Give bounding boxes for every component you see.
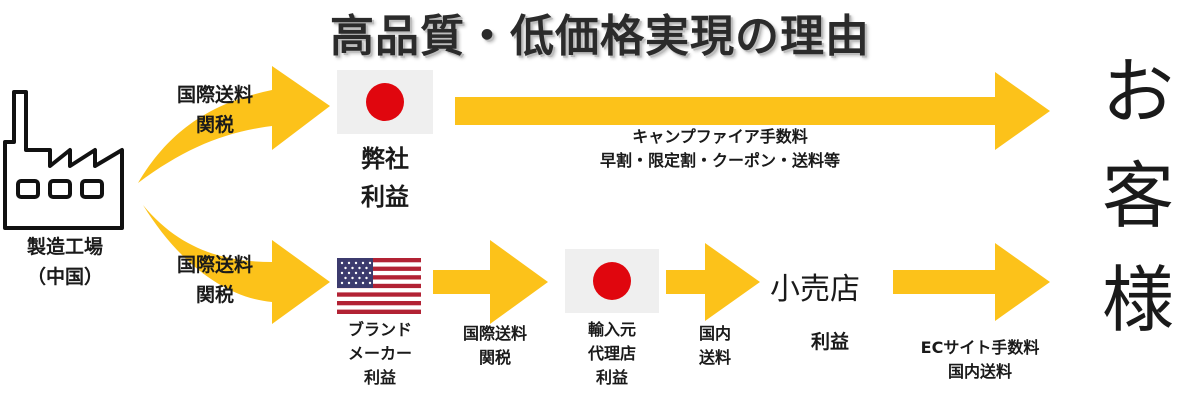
retail-store-title: 小売店 xyxy=(770,272,860,307)
factory-icon xyxy=(3,90,124,230)
discount-notes: 早割・限定割・クーポン・送料等 xyxy=(599,151,840,170)
import-fee-label: 国際送料 関税 xyxy=(440,322,550,370)
factory-label: 製造工場 （中国） xyxy=(0,232,130,292)
company-profit: 利益 xyxy=(361,183,409,211)
retail-profit: 利益 xyxy=(810,331,849,353)
upper-route-notes: キャンプファイア手数料 早割・限定割・クーポン・送料等 xyxy=(560,125,880,173)
lower-fee-line2: 関税 xyxy=(195,284,234,306)
campfire-fee: キャンプファイア手数料 xyxy=(632,127,808,146)
arrow-retail-to-customer xyxy=(893,243,1050,321)
domestic-shipping-label: 国内 送料 xyxy=(675,322,755,370)
upper-fee-line2: 関税 xyxy=(195,114,234,136)
customer-char1: お xyxy=(1101,50,1174,134)
brand-line2: メーカー xyxy=(347,344,412,363)
factory-label-line1: 製造工場 xyxy=(26,236,103,258)
page-title: 高品質・低価格実現の理由 xyxy=(330,11,870,62)
long-arrow-top xyxy=(455,72,1050,150)
ec-fee-label: ECサイト手数料 国内送料 xyxy=(895,336,1065,384)
curved-arrow-lower xyxy=(143,205,330,324)
domestic-line1: 国内 xyxy=(698,324,731,343)
curved-arrow-upper xyxy=(138,66,330,183)
domestic-line2: 送料 xyxy=(698,348,731,367)
importer-line1: 輸入元 xyxy=(587,320,636,339)
importer-line2: 代理店 xyxy=(587,344,636,363)
brand-maker-label: ブランド メーカー 利益 xyxy=(325,318,435,390)
usa-flag xyxy=(337,258,421,314)
upper-fee-label: 国際送料 関税 xyxy=(160,80,270,140)
company-name: 弊社 xyxy=(361,145,409,173)
japan-flag xyxy=(337,70,433,134)
ec-fee-line2: 国内送料 xyxy=(947,362,1012,381)
brand-line1: ブランド xyxy=(347,320,412,339)
customer-char2: 客 xyxy=(1101,154,1174,238)
import-fee-line2: 関税 xyxy=(478,348,511,367)
factory-label-line2: （中国） xyxy=(26,266,103,288)
arrow-importer-to-domestic xyxy=(666,243,760,321)
importer-profit: 利益 xyxy=(595,368,628,387)
lower-fee-line1: 国際送料 xyxy=(176,254,253,276)
import-fee-line1: 国際送料 xyxy=(462,324,527,343)
customer-label: お 客 様 xyxy=(1088,40,1188,352)
company-profit-label: 弊社 利益 xyxy=(330,140,440,216)
brand-profit: 利益 xyxy=(363,368,396,387)
upper-fee-line1: 国際送料 xyxy=(176,84,253,106)
customer-char3: 様 xyxy=(1101,258,1174,342)
importer-label: 輸入元 代理店 利益 xyxy=(560,318,664,390)
ec-fee-line1: ECサイト手数料 xyxy=(920,338,1040,357)
lower-fee-label: 国際送料 関税 xyxy=(160,250,270,310)
arrow-brand-to-importer xyxy=(433,240,548,324)
japan-flag-importer xyxy=(565,249,659,313)
